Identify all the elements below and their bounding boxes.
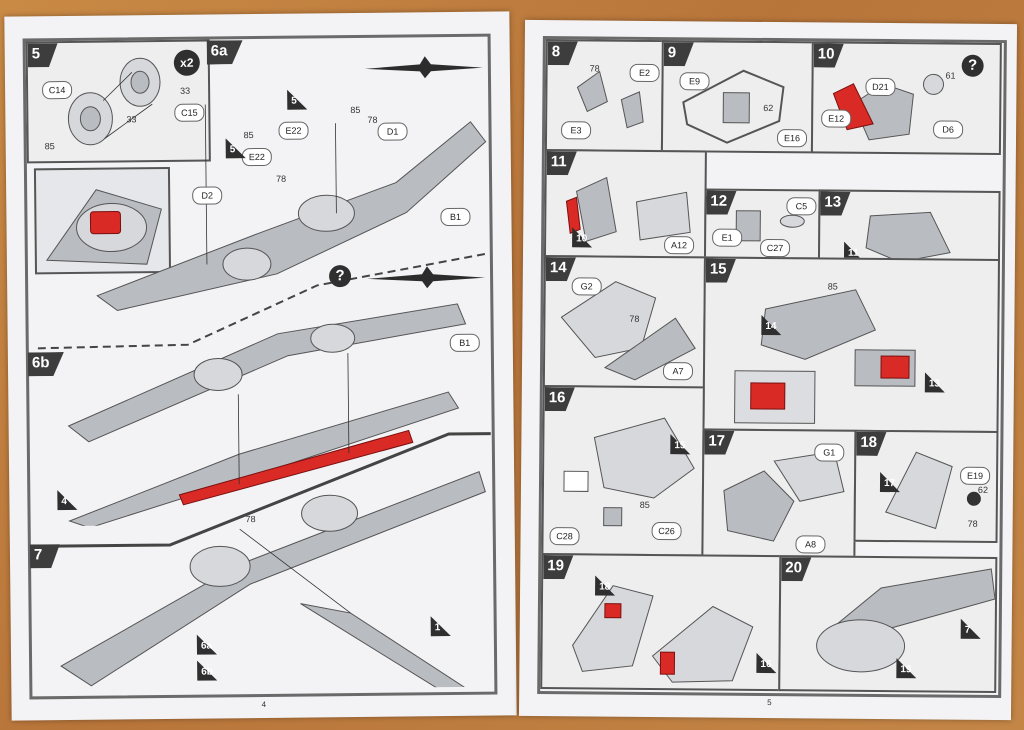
- paint-code: 33: [180, 85, 191, 96]
- paint-code: 85: [639, 499, 650, 510]
- step-5-panel: 5 x2 C14 C15 33 33 85: [25, 39, 211, 164]
- nose-cockpit-drawing: [45, 189, 162, 265]
- sub-step-ref: 6a: [196, 634, 218, 655]
- step-6a-wing-drawing: [96, 101, 487, 312]
- sub-step-ref: 5: [287, 89, 308, 110]
- step-17-drawing: [723, 451, 845, 542]
- paint-code: 85: [350, 104, 361, 116]
- sub-step-ref: 5: [225, 138, 246, 159]
- paint-code: 78: [589, 63, 600, 74]
- sub-step-ref: 7: [960, 618, 981, 639]
- paint-code: 85: [44, 141, 55, 152]
- step-8-drawing: [576, 70, 644, 129]
- part-ref-e9: E9: [679, 72, 710, 91]
- step-9-panel: 9 E9 E16 62: [660, 40, 814, 154]
- step-14-panel: 14 G2 A7 78: [542, 255, 706, 389]
- sub-step-ref: 19: [896, 658, 917, 679]
- part-ref-e2: E2: [629, 63, 660, 83]
- part-ref-e22: E22: [241, 147, 272, 167]
- part-ref-d1: D1: [377, 122, 408, 141]
- help-icon: ?: [328, 265, 352, 288]
- part-ref-c14: C14: [42, 80, 73, 100]
- part-ref-d2: D2: [192, 186, 223, 205]
- step-18-panel: 18 E19 78 62 17: [853, 429, 999, 544]
- sub-step-ref: 13: [924, 372, 945, 393]
- step-16-panel: 16 C28 C26 85 15: [541, 385, 705, 557]
- help-icon: ?: [961, 54, 984, 77]
- part-ref-a12: A12: [664, 236, 695, 255]
- step-20-drawing: [816, 568, 996, 673]
- left-instruction-page: 5 x2 C14 C15 33 33 85 6a E: [4, 11, 517, 721]
- paint-code: 78: [629, 313, 640, 324]
- step-15-panel: 15 85 14 13: [702, 256, 1000, 434]
- part-ref-b1: B1: [440, 207, 471, 227]
- part-ref-a7: A7: [662, 362, 694, 381]
- part-ref-b1: B1: [449, 333, 480, 353]
- wheel-assembly-drawing: [67, 57, 161, 146]
- part-ref-g2: G2: [571, 277, 602, 296]
- step-6b-wing-drawing: [67, 303, 467, 527]
- step-8-panel: 8 E2 E3 78: [544, 39, 664, 153]
- paint-code: 78: [367, 114, 378, 125]
- step-10-panel: 10 ? D21 E12 D6 61: [810, 41, 1002, 156]
- part-ref-e12: E12: [821, 109, 852, 128]
- part-ref-e16: E16: [776, 129, 808, 148]
- part-ref-d6: D6: [933, 120, 964, 139]
- step-divider-line: [37, 252, 488, 350]
- sub-step-ref: 14: [761, 314, 782, 336]
- step-19-drawing: [572, 585, 754, 683]
- paint-code: 78: [275, 173, 287, 184]
- paint-code: 85: [827, 281, 838, 292]
- part-ref-c27: C27: [759, 238, 791, 258]
- sub-step-ref: 15: [670, 434, 691, 455]
- part-ref-e1: E1: [712, 228, 743, 247]
- part-ref-d21: D21: [865, 77, 896, 97]
- step-19-panel: 19 18 16: [540, 553, 782, 692]
- part-ref-e22: E22: [278, 121, 309, 140]
- paint-code: 62: [763, 102, 774, 114]
- step-12-drawing: [735, 210, 805, 242]
- step-11-drawing: [565, 176, 691, 243]
- part-ref-a8: A8: [795, 535, 826, 554]
- step-15-drawing: [734, 289, 916, 424]
- step-20-panel: 20 19 7: [778, 555, 998, 694]
- paint-code: 61: [945, 70, 956, 81]
- part-ref-g1: G1: [814, 443, 845, 462]
- part-ref-e19: E19: [960, 466, 991, 485]
- right-instruction-page: 8 E2 E3 78 9 E9 E16 62 10 ? D21 E12 D6 6…: [518, 19, 1018, 721]
- sub-step-ref: 1: [430, 616, 451, 637]
- step-12-panel: 12 C5 E1 C27: [703, 188, 821, 260]
- sub-step-ref: 6b: [197, 660, 218, 681]
- sub-step-ref: 18: [595, 575, 616, 596]
- step-divider-line: [29, 432, 491, 548]
- paint-code: 78: [967, 518, 978, 529]
- sub-step-ref: 10: [572, 227, 593, 248]
- sub-step-ref: 17: [879, 471, 901, 493]
- part-ref-c5: C5: [786, 197, 817, 216]
- step-9-drawing: [682, 69, 785, 144]
- part-ref-e3: E3: [561, 121, 592, 140]
- step-11-panel: 11 A12 10: [543, 149, 707, 259]
- paint-code: 62: [977, 484, 989, 495]
- part-ref-c28: C28: [549, 527, 580, 546]
- paint-code: 78: [245, 514, 256, 525]
- sub-step-ref: 16: [756, 652, 777, 674]
- aircraft-silhouette-icon: [364, 56, 483, 79]
- aircraft-silhouette-icon: [367, 266, 486, 289]
- step-17-panel: 17 G1 A8: [701, 428, 857, 558]
- step-14-drawing: [560, 281, 696, 381]
- page-number: 5: [767, 698, 772, 708]
- step-16-drawing: [563, 417, 695, 527]
- nose-detail-inset: [33, 166, 172, 275]
- page-number: 4: [261, 699, 267, 710]
- part-ref-c26: C26: [651, 521, 682, 541]
- step-7-assembly-drawing: [60, 471, 486, 692]
- step-18-drawing: [885, 451, 981, 530]
